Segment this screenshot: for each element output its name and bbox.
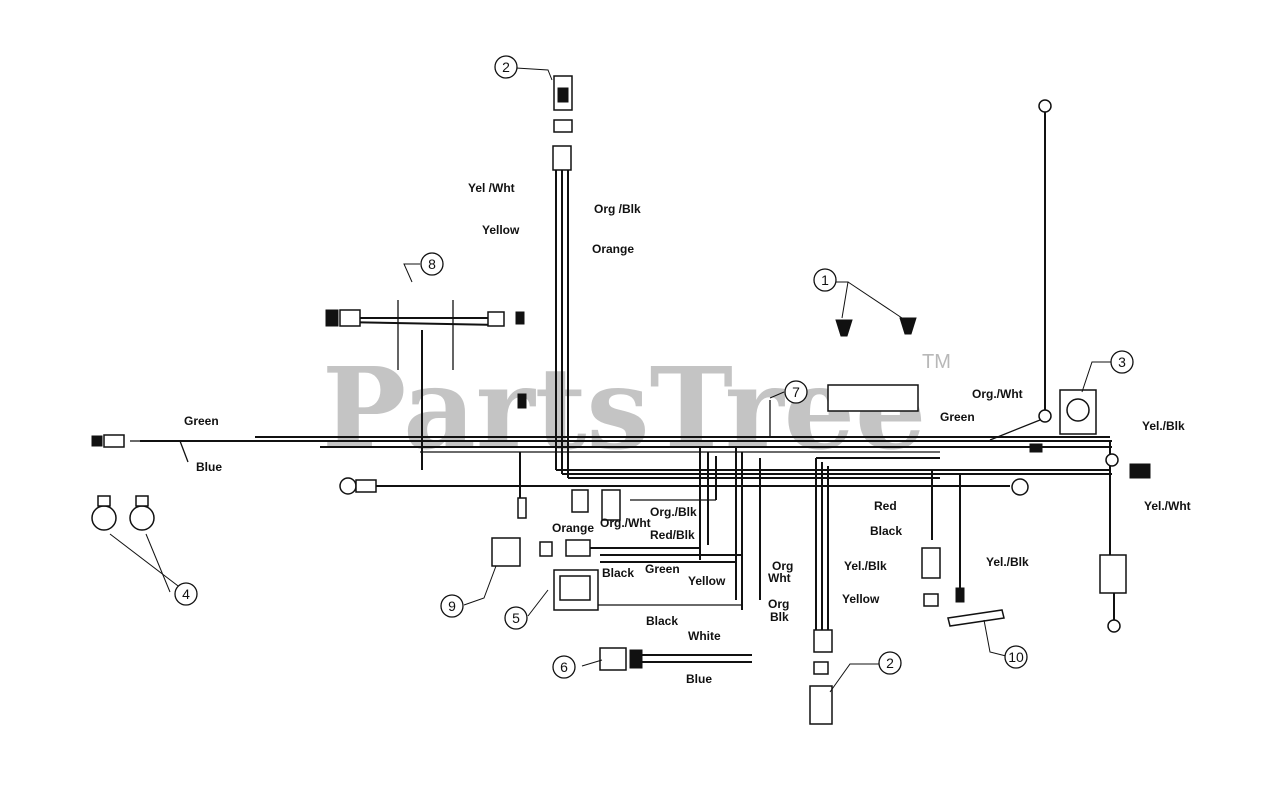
label-black-low: Black [646,614,678,628]
label-white-low: White [688,629,721,643]
label-yel-wht-top: Yel /Wht [468,181,515,195]
label-red-blk-mid: Red/Blk [650,528,695,542]
label-yellow-center: Yellow [842,592,880,606]
label-org-blk-center-2: Blk [770,610,789,624]
callout-4: 4 [174,582,198,606]
svg-text:7: 7 [792,384,800,400]
watermark-trademark: TM [922,351,951,373]
label-blue-low: Blue [686,672,712,686]
label-red-right: Red [874,499,897,513]
callout-7: 9 [440,594,464,618]
label-yel-wht-far: Yel./Wht [1144,499,1191,513]
label-yellow-top: Yellow [482,223,520,237]
svg-text:1: 1 [821,272,829,288]
callout-5: 5 [504,606,528,630]
label-org-wht-center-2: Wht [768,571,791,585]
leader-lines [109,67,1112,693]
callout-3: 3 [1110,350,1134,374]
label-yel-blk-far: Yel./Blk [1142,419,1185,433]
svg-text:2: 2 [886,655,894,671]
wire-labels: Yel /Wht Org /Blk Yellow Orange Green Bl… [184,181,1191,686]
label-org-blk-center-1: Org [768,597,789,611]
callout-10: 10 [1004,645,1028,669]
label-green-right: Green [940,410,975,424]
svg-text:5: 5 [512,610,520,626]
label-orange-mid: Orange [552,521,594,535]
svg-text:8: 8 [428,256,436,272]
svg-text:9: 9 [448,598,456,614]
label-green-left: Green [184,414,219,428]
svg-text:4: 4 [182,586,190,602]
label-green-mid: Green [645,562,680,576]
label-yel-blk-center: Yel./Blk [844,559,887,573]
svg-text:6: 6 [560,659,568,675]
label-org-wht-center-1: Org [772,559,793,573]
label-org-blk-top: Org /Blk [594,202,641,216]
callout-2-top: 2 [494,55,518,79]
callout-9: 8 [420,252,444,276]
label-org-blk-mid: Org./Blk [650,505,697,519]
callout-8: 7 [784,380,808,404]
wire-harness [130,112,1115,663]
callout-2-bottom: 2 [878,651,902,675]
label-orange-top: Orange [592,242,634,256]
label-org-wht-right: Org./Wht [972,387,1023,401]
svg-text:3: 3 [1118,354,1126,370]
callout-6: 6 [552,655,576,679]
label-black-mid: Black [602,566,634,580]
label-org-wht-mid: Org./Wht [600,516,651,530]
label-blue-left: Blue [196,460,222,474]
callout-1: 1 [813,268,837,292]
svg-text:2: 2 [502,59,510,75]
label-black-right: Black [870,524,902,538]
label-yel-blk-right: Yel./Blk [986,555,1029,569]
component-parts [91,75,1151,725]
label-yellow-mid: Yellow [688,574,726,588]
svg-text:10: 10 [1008,649,1024,665]
